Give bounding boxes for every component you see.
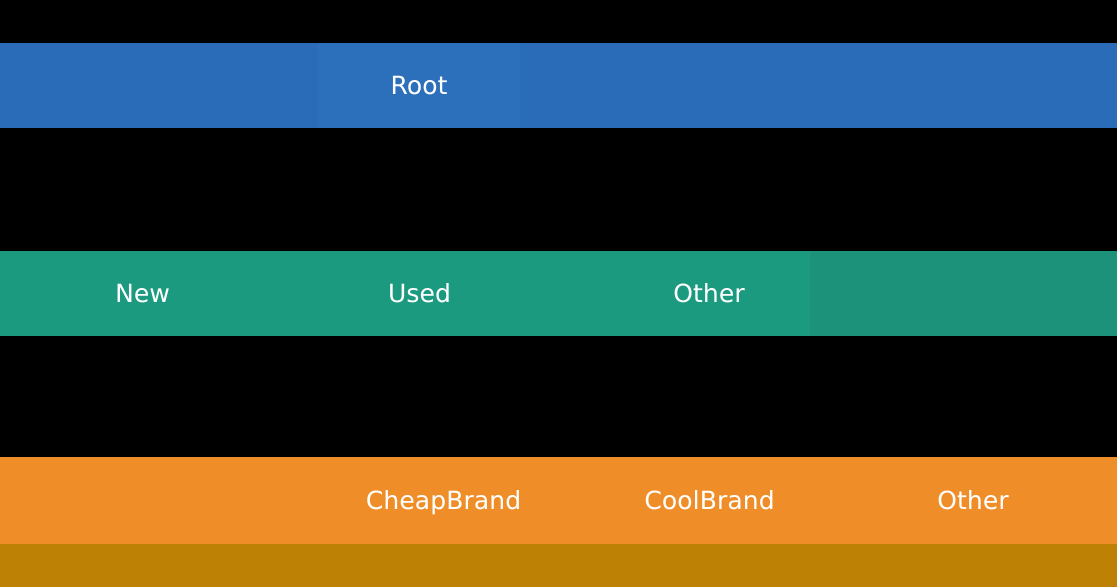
icicle-node-cat-other[interactable]: Other xyxy=(608,251,810,336)
icicle-node-brand-cool[interactable]: CoolBrand xyxy=(609,457,810,544)
icicle-node-label: Other xyxy=(937,486,1009,515)
icicle-node-cat-used[interactable]: Used xyxy=(318,251,521,336)
icicle-node-brand-gap-1[interactable] xyxy=(544,457,609,544)
icicle-node-brand-cheap[interactable]: CheapBrand xyxy=(343,457,544,544)
icicle-node-root-right-pad[interactable] xyxy=(520,43,1117,128)
icicle-node-label: Other xyxy=(673,279,745,308)
icicle-node-cat-gap-2[interactable] xyxy=(521,251,608,336)
icicle-node-cat-lead[interactable] xyxy=(0,251,42,336)
icicle-node-cat-trail[interactable] xyxy=(810,251,1117,336)
icicle-node-label: New xyxy=(115,279,170,308)
icicle-node-label: CoolBrand xyxy=(644,486,775,515)
icicle-node-cat-new[interactable]: New xyxy=(42,251,243,336)
icicle-node-brand-gap-2[interactable] xyxy=(810,457,872,544)
icicle-node-leaf-row[interactable] xyxy=(0,544,1117,587)
icicle-node-cat-gap-1[interactable] xyxy=(243,251,318,336)
icicle-node-label: Root xyxy=(390,71,448,100)
icicle-node-brand-lead[interactable] xyxy=(0,457,343,544)
icicle-node-root-left-pad[interactable] xyxy=(0,43,318,128)
icicle-node-brand-other[interactable]: Other xyxy=(872,457,1074,544)
icicle-node-label: CheapBrand xyxy=(365,486,522,515)
icicle-node-label: Used xyxy=(388,279,451,308)
icicle-node-brand-trail[interactable] xyxy=(1074,457,1117,544)
icicle-node-root[interactable]: Root xyxy=(318,43,520,128)
